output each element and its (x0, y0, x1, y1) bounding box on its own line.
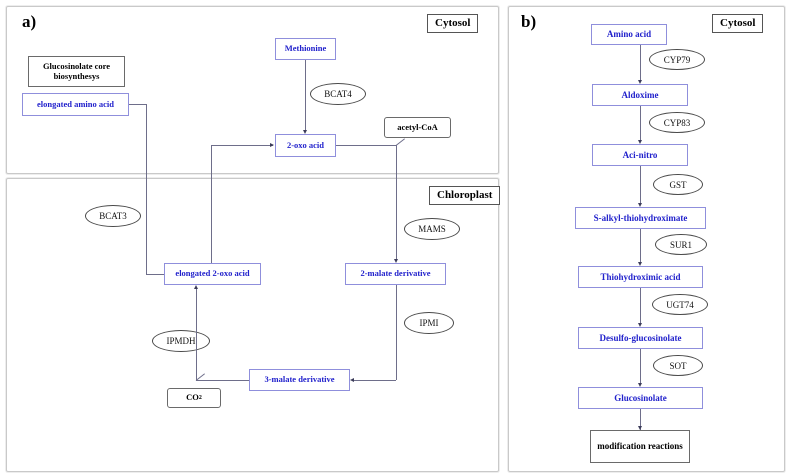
node-acetyl-coa: acetyl-CoA (384, 117, 451, 138)
compartment-label-chloroplast: Chloroplast (429, 186, 501, 205)
node-desulfo-glucosinolate: Desulfo-glucosinolate (578, 327, 703, 349)
enzyme-bcat3: BCAT3 (85, 205, 141, 227)
enzyme-sot: SOT (653, 355, 703, 376)
arrowhead-2-oxo-acid-left (270, 142, 274, 147)
arrowhead-to-2-malate-derivative (393, 259, 398, 263)
arrowhead-to-s-alkyl-thiohydroximate (637, 203, 642, 207)
node-elongated-2-oxo-acid: elongated 2-oxo acid (164, 263, 261, 285)
arrowhead-3-malate-derivative-right (350, 377, 354, 382)
enzyme-gst: GST (653, 174, 703, 195)
connector-elongated-amino-acid-down (146, 104, 147, 274)
connector-3-malate-left (196, 380, 249, 381)
node-aci-nitro: Aci-nitro (592, 144, 688, 166)
node-methionine: Methionine (275, 38, 336, 60)
panel-a-letter: a) (22, 12, 37, 31)
node-glucosinolate-core-biosynthesys: Glucosinolate core biosynthesys (28, 56, 125, 87)
enzyme-bcat4: BCAT4 (310, 83, 366, 105)
connector-aldoxime-to-aci-nitro (640, 106, 641, 142)
connector-up-to-elongated-2-oxo-acid (196, 287, 197, 380)
connector-glucosinolate-to-modification-reactions (640, 409, 641, 430)
connector-2-oxo-acid-right (336, 145, 396, 146)
node-amino-acid: Amino acid (591, 24, 667, 45)
node-elongated-amino-acid: elongated amino acid (22, 93, 129, 116)
arrowhead-to-aci-nitro (637, 140, 642, 144)
connector-2-malate-down (396, 285, 397, 380)
arrowhead-to-modification-reactions (637, 426, 642, 430)
enzyme-cyp83: CYP83 (649, 112, 705, 133)
arrowhead-to-elongated-2-oxo-acid (193, 285, 198, 289)
connector-s-alkyl-thiohydroximate-to-thiohydroximic-acid (640, 229, 641, 264)
enzyme-ugt74: UGT74 (652, 294, 708, 315)
node-3-malate-derivative: 3-malate derivative (249, 369, 350, 391)
node-2-malate-derivative: 2-malate derivative (345, 263, 446, 285)
node-s-alkyl-thiohydroximate: S-alkyl-thiohydroximate (575, 207, 706, 229)
enzyme-cyp79: CYP79 (649, 49, 705, 70)
enzyme-mams: MAMS (404, 218, 460, 240)
enzyme-ipmdh: IPMDH (152, 330, 210, 352)
node-thiohydroximic-acid: Thiohydroximic acid (578, 266, 703, 288)
enzyme-ipmi: IPMI (404, 312, 454, 334)
arrowhead-to-thiohydroximic-acid (637, 262, 642, 266)
arrowhead-to-2-oxo-acid (302, 130, 307, 134)
connector-methionine-to-2-oxo-acid (305, 60, 306, 132)
node-aldoxime: Aldoxime (592, 84, 688, 106)
co2-subscript: 2 (198, 394, 202, 401)
connector-to-2-oxo-acid (211, 145, 273, 146)
connector-elongated-amino-acid-right (129, 104, 146, 105)
connector-into-elongated-2-oxo-acid (146, 274, 164, 275)
arrowhead-to-aldoxime (637, 80, 642, 84)
panel-a-cytosol-compartment (6, 6, 499, 174)
panel-b-letter: b) (521, 12, 537, 31)
compartment-label-cytosol-b: Cytosol (712, 14, 764, 33)
arrowhead-to-desulfo-glucosinolate (637, 323, 642, 327)
compartment-label-cytosol-a: Cytosol (427, 14, 479, 33)
node-modification-reactions: modification reactions (590, 430, 690, 463)
node-2-oxo-acid: 2-oxo acid (275, 134, 336, 157)
connector-aci-nitro-to-s-alkyl-thiohydroximate (640, 166, 641, 205)
enzyme-sur1: SUR1 (655, 234, 707, 255)
connector-desulfo-glucosinolate-to-glucosinolate (640, 349, 641, 385)
connector-elongated-2-oxo-acid-up (211, 145, 212, 263)
connector-down-to-2-malate (396, 145, 397, 261)
connector-thiohydroximic-acid-to-desulfo-glucosinolate (640, 288, 641, 325)
node-glucosinolate: Glucosinolate (578, 387, 703, 409)
connector-2-malate-to-3-malate (352, 380, 396, 381)
arrowhead-to-glucosinolate (637, 383, 642, 387)
connector-amino-acid-to-aldoxime (640, 45, 641, 82)
co2-label: CO (186, 392, 199, 403)
